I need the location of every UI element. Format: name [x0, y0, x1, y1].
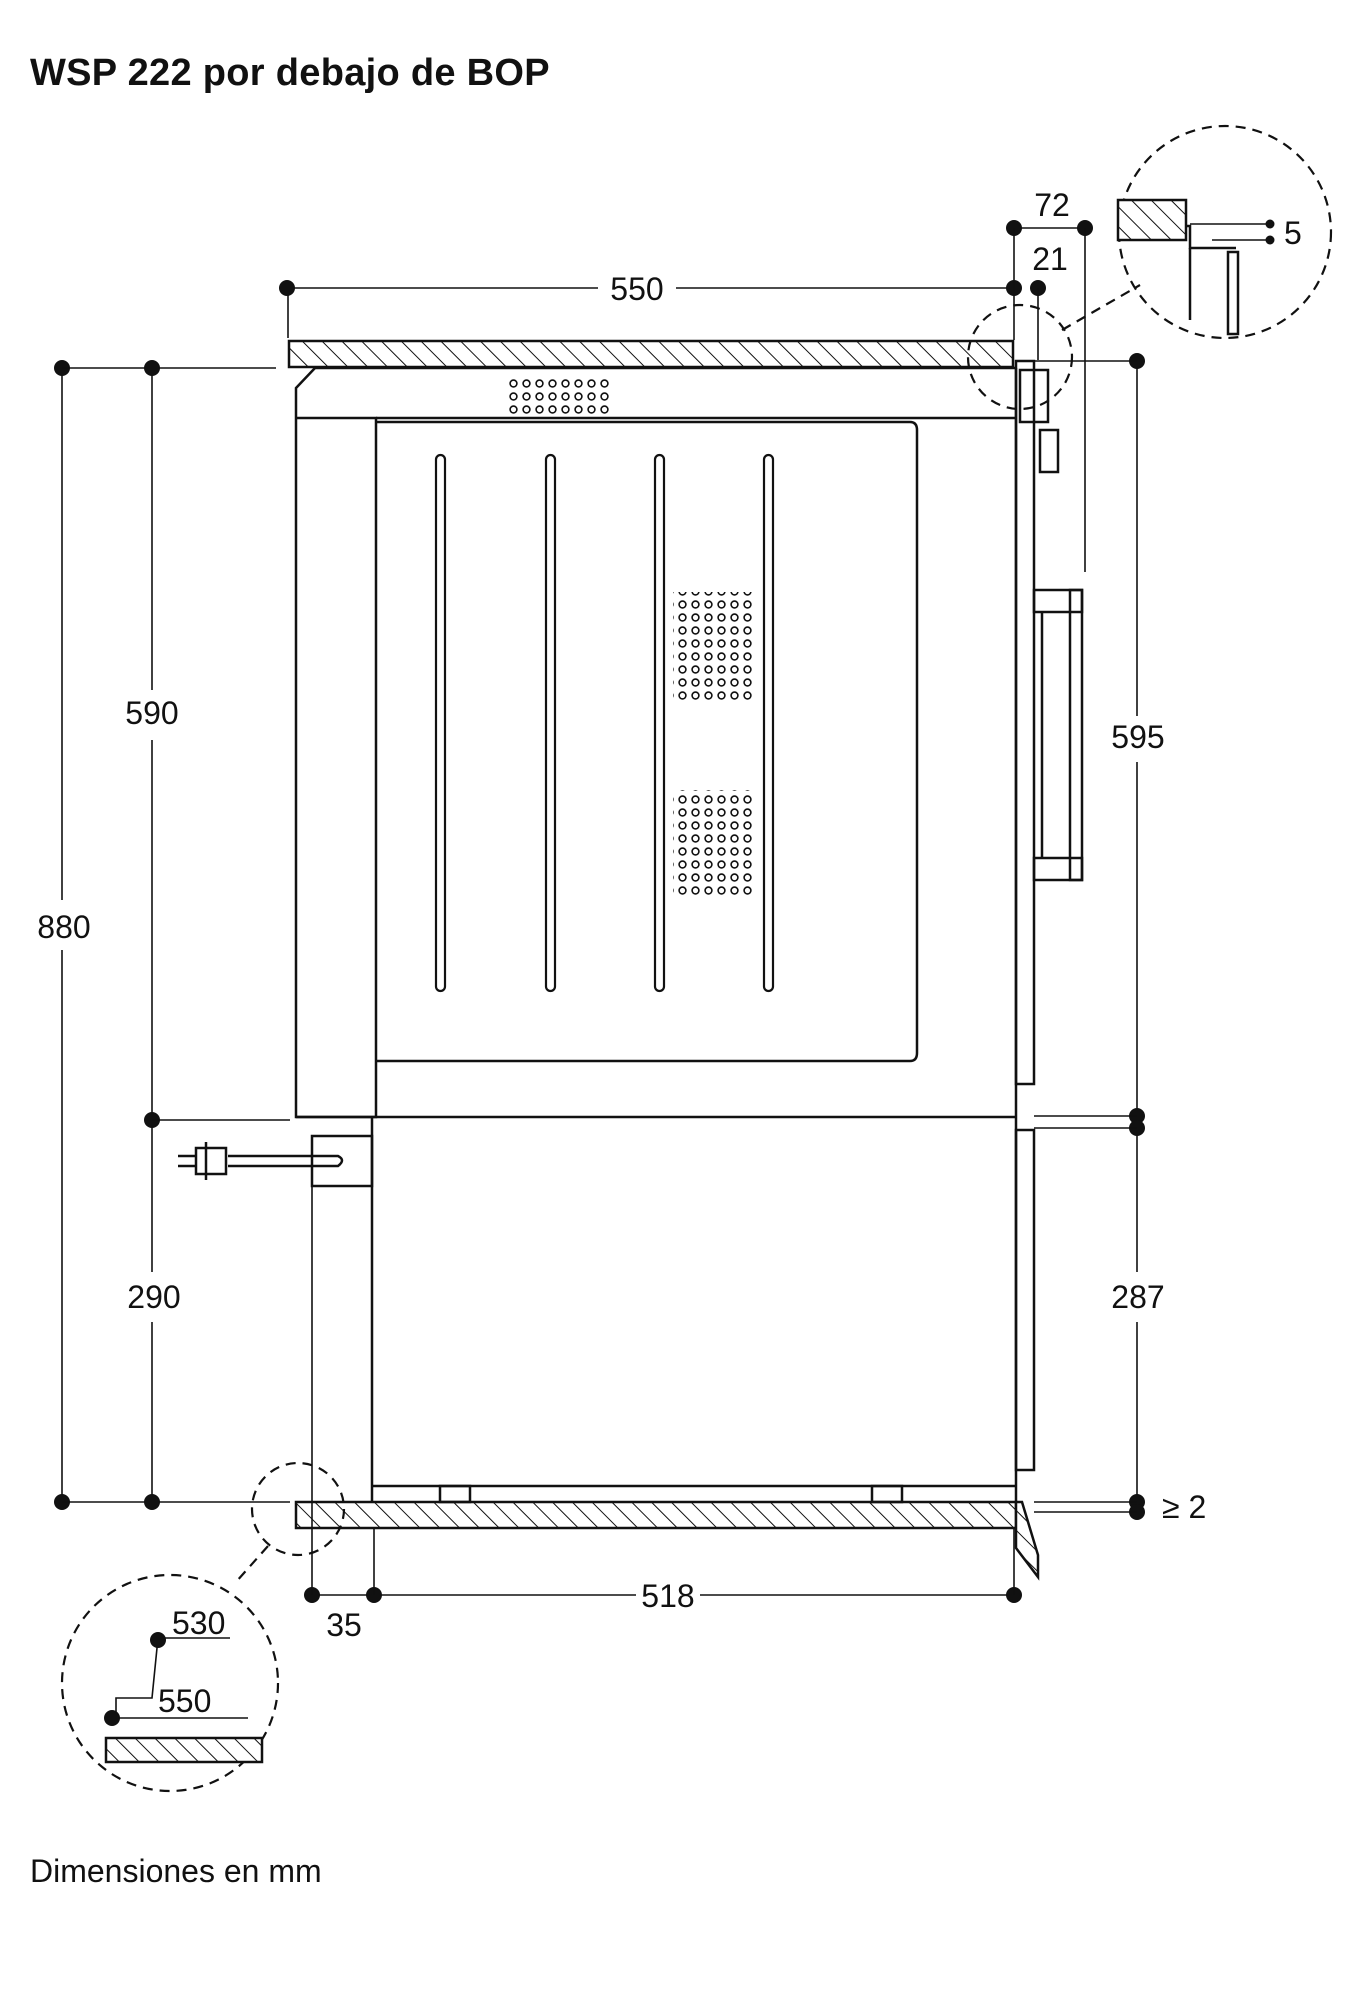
- oven-door: [1014, 359, 1084, 1086]
- warming-drawer: [310, 1117, 1036, 1504]
- detail-top-right: 5: [966, 124, 1333, 411]
- dim-72-21: 72 21: [1006, 187, 1093, 572]
- dim-label-5: 5: [1284, 215, 1302, 251]
- dim-518-35: 518 35: [304, 1186, 1022, 1643]
- dim-label-72: 72: [1034, 187, 1070, 223]
- dim-label-590: 590: [125, 695, 178, 731]
- dim-label-ge2: ≥ 2: [1162, 1489, 1206, 1525]
- dim-label-530: 530: [172, 1605, 225, 1641]
- dim-label-550-detail: 550: [158, 1683, 211, 1719]
- top-vent-grille: [509, 376, 613, 415]
- dim-550-top: 550: [279, 271, 1022, 338]
- oven-body: [294, 366, 1018, 1119]
- dim-label-595: 595: [1111, 719, 1164, 755]
- dim-590-290: 590 290: [125, 360, 290, 1510]
- bottom-plinth: [1014, 1500, 1040, 1581]
- dim-880: 880: [37, 360, 290, 1510]
- dim-label-35: 35: [326, 1607, 362, 1643]
- dim-label-287: 287: [1111, 1279, 1164, 1315]
- footer-note: Dimensiones en mm: [30, 1853, 322, 1889]
- upper-vent-grille: [673, 592, 753, 700]
- page-title: WSP 222 por debajo de BOP: [30, 52, 550, 94]
- dim-label-21: 21: [1032, 241, 1068, 277]
- dim-label-290: 290: [127, 1279, 180, 1315]
- lower-vent-grille: [673, 790, 753, 898]
- power-plug-icon: [178, 1142, 344, 1180]
- dim-label-880: 880: [37, 909, 90, 945]
- detail-bottom-left: 530 550: [60, 1461, 346, 1793]
- bottom-panel: [294, 1500, 1018, 1530]
- dim-label-550: 550: [610, 271, 663, 307]
- top-countertop: [287, 339, 1015, 369]
- dim-595-287: 595 287 ≥ 2: [1034, 353, 1206, 1525]
- dim-label-518: 518: [641, 1578, 694, 1614]
